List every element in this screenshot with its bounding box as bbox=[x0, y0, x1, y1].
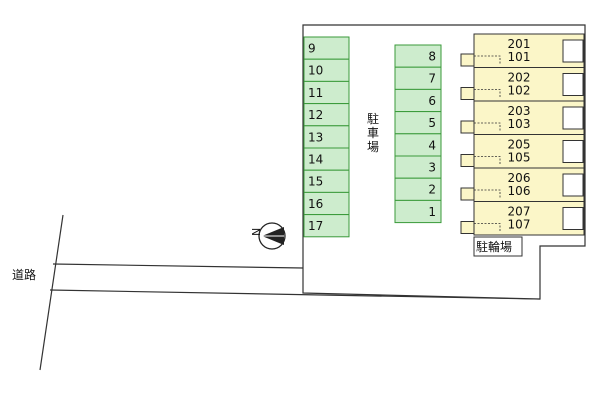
unit-side-box bbox=[562, 140, 584, 163]
compass-label: N bbox=[250, 228, 263, 236]
parking-space-number: 12 bbox=[308, 108, 323, 122]
parking-label-3: 場 bbox=[367, 140, 379, 154]
unit-stair-dash bbox=[474, 223, 501, 232]
unit-number-lower: 106 bbox=[508, 184, 531, 198]
parking-space-number: 10 bbox=[308, 64, 323, 78]
parking-space bbox=[394, 199, 442, 224]
road-area bbox=[50, 264, 303, 298]
road-edge-upper bbox=[52, 263, 304, 269]
parking-right-group: 8 7 6 5 4 3 2 1 bbox=[394, 44, 442, 224]
unit-side-box bbox=[562, 73, 584, 96]
parking-space bbox=[303, 214, 350, 238]
unit-number-upper: 205 bbox=[508, 138, 531, 152]
unit-entry-tab bbox=[460, 53, 475, 67]
unit-side-box bbox=[562, 207, 584, 230]
parking-space-number: 13 bbox=[308, 130, 323, 144]
parking-space-number: 15 bbox=[308, 175, 323, 189]
parking-space-number: 3 bbox=[428, 161, 436, 175]
unit-number-upper: 203 bbox=[508, 104, 531, 118]
parking-space-number: 5 bbox=[428, 116, 436, 130]
parking-space-number: 14 bbox=[308, 153, 323, 167]
bicycle-parking-area bbox=[473, 236, 523, 257]
unit-number-upper: 201 bbox=[508, 37, 531, 51]
unit-number-upper: 206 bbox=[508, 171, 531, 185]
parking-space-number: 16 bbox=[308, 197, 323, 211]
parking-space-number: 11 bbox=[308, 86, 323, 100]
unit-entry-tab bbox=[460, 87, 475, 100]
unit-side-box bbox=[562, 106, 584, 130]
unit-number-upper: 202 bbox=[508, 71, 531, 85]
parking-space-number: 7 bbox=[428, 72, 436, 86]
bicycle-parking-label: 駐輪場 bbox=[476, 239, 512, 254]
unit-entry-tab bbox=[460, 187, 475, 201]
unit-side-box bbox=[562, 173, 584, 197]
unit-number-lower: 102 bbox=[508, 84, 531, 98]
parking-space-number: 8 bbox=[428, 50, 436, 64]
parking-left-group: 9 10 11 12 13 14 15 16 17 bbox=[303, 36, 350, 238]
unit-number-lower: 107 bbox=[508, 218, 531, 232]
unit-entry-tab bbox=[460, 154, 475, 167]
parking-space-number: 17 bbox=[308, 219, 323, 233]
parking-space-number: 4 bbox=[428, 138, 436, 152]
unit-number-lower: 103 bbox=[508, 117, 531, 131]
parking-label-2: 車 bbox=[367, 126, 379, 140]
unit-number-lower: 105 bbox=[508, 151, 531, 165]
unit-stair-dash bbox=[474, 122, 501, 131]
parking-label-1: 駐 bbox=[367, 111, 379, 126]
unit-stair-dash bbox=[474, 89, 501, 98]
unit-entry-tab bbox=[460, 120, 475, 134]
parking-space-number: 6 bbox=[428, 94, 436, 108]
parking-space-number: 1 bbox=[428, 205, 436, 219]
unit-number-upper: 207 bbox=[508, 205, 531, 219]
unit-stair-dash bbox=[474, 156, 501, 165]
parking-space-number: 9 bbox=[308, 42, 316, 56]
unit-stair-dash bbox=[474, 55, 501, 64]
road-label: 道路 bbox=[12, 267, 36, 282]
compass-icon bbox=[258, 222, 286, 250]
road-side-line bbox=[39, 214, 64, 371]
unit-number-lower: 101 bbox=[508, 50, 531, 64]
unit-side-box bbox=[562, 39, 584, 63]
parking-space-number: 2 bbox=[428, 183, 436, 197]
unit-entry-tab bbox=[460, 221, 475, 234]
unit-stair-dash bbox=[474, 189, 501, 198]
